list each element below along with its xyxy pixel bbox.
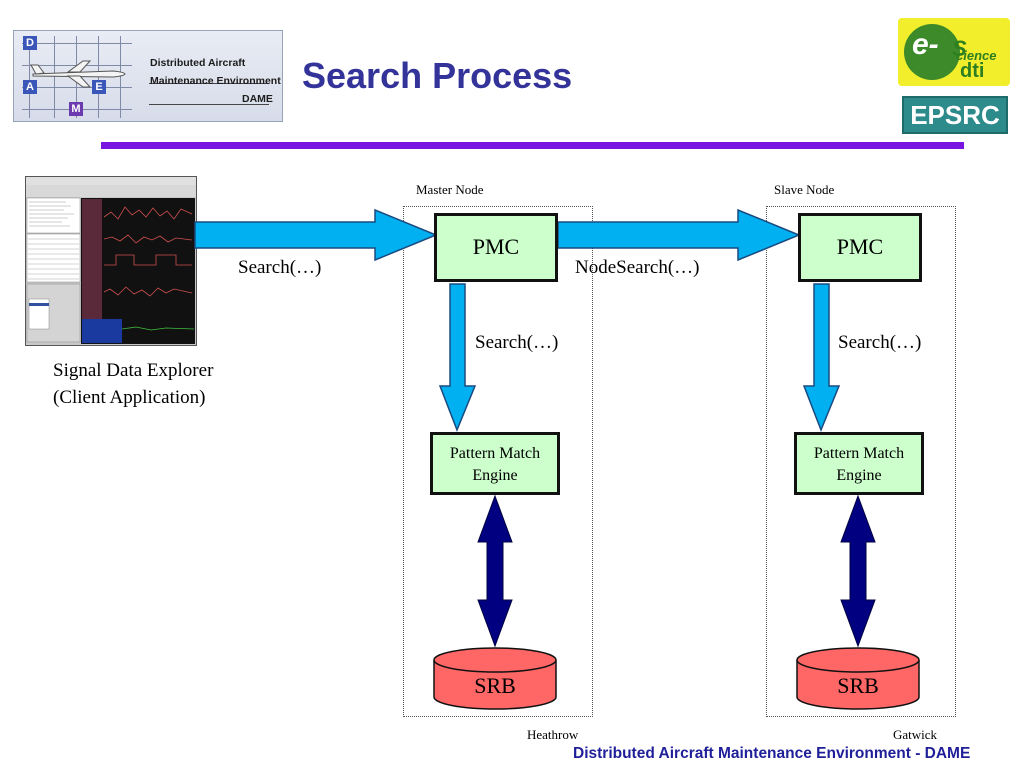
logo-line-2: Maintenance Environment — [150, 75, 281, 87]
logo-line-3: DAME — [242, 93, 273, 105]
master-location-label: Heathrow — [527, 727, 579, 742]
master-node-label: Master Node — [416, 182, 484, 197]
slave-pmc-to-pme-arrow — [802, 283, 841, 433]
client-app-thumbnail-graphic — [26, 177, 196, 344]
slave-pattern-match-engine-box: Pattern Match Engine — [794, 432, 924, 495]
master-pattern-match-engine-box: Pattern Match Engine — [430, 432, 560, 495]
logo-letter-a: A — [23, 80, 37, 94]
epsrc-logo: EPSRC — [902, 96, 1008, 134]
slave-pmc-box: PMC — [798, 213, 922, 282]
slave-pme-line1: Pattern Match — [813, 445, 905, 462]
title-divider — [101, 142, 964, 149]
master-pmc-box: PMC — [434, 213, 558, 282]
footer-text: Distributed Aircraft Maintenance Environ… — [573, 745, 971, 762]
escience-science: cience — [956, 48, 997, 63]
client-search-label: Search(…) — [238, 257, 322, 278]
escience-e: e- — [912, 28, 939, 61]
slave-srb-cylinder: SRB — [796, 647, 920, 710]
master-pmc-to-pme-arrow — [438, 283, 477, 433]
logo-line-1: Distributed Aircraft — [150, 57, 246, 69]
slave-node-container — [766, 206, 956, 717]
client-to-master-arrow — [194, 208, 438, 262]
master-pme-line1: Pattern Match — [449, 445, 541, 462]
escience-dti: dti — [960, 60, 985, 82]
master-srb-label: SRB — [474, 673, 516, 698]
master-search-label: Search(…) — [475, 332, 559, 353]
master-pme-srb-double-arrow — [477, 494, 513, 648]
logo-letter-d: D — [23, 36, 37, 50]
nodesearch-label: NodeSearch(…) — [575, 257, 700, 278]
aircraft-icon — [30, 60, 126, 88]
master-srb-cylinder: SRB — [433, 647, 557, 710]
slave-location-label: Gatwick — [893, 727, 938, 742]
slave-search-label: Search(…) — [838, 332, 922, 353]
escience-logo: e- S cience dti — [898, 18, 1010, 86]
master-to-slave-arrow — [557, 208, 801, 262]
slave-srb-label: SRB — [837, 673, 879, 698]
logo-letter-m: M — [69, 102, 83, 116]
master-node-container — [403, 206, 593, 717]
dame-logo: D A E M Distributed Aircraft Maintenance… — [13, 30, 283, 122]
page-title: Search Process — [302, 55, 573, 96]
logo-letter-e: E — [92, 80, 106, 94]
master-pme-line2: Engine — [472, 467, 518, 484]
client-label-line1: Signal Data Explorer — [53, 360, 214, 381]
slave-pme-srb-double-arrow — [840, 494, 876, 648]
client-app-screenshot — [25, 176, 197, 346]
escience-s: S — [952, 36, 967, 61]
client-label-line2: (Client Application) — [53, 387, 206, 408]
slave-node-label: Slave Node — [774, 182, 835, 197]
slave-pme-line2: Engine — [836, 467, 882, 484]
